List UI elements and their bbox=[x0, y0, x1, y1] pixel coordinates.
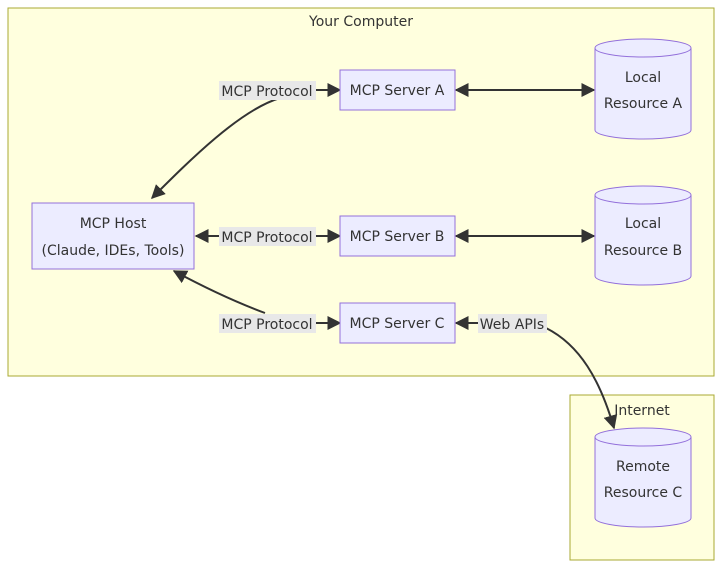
edge-label-web-apis: Web APIs bbox=[478, 314, 547, 333]
node-local-resource-b[interactable]: Local Resource B bbox=[594, 185, 692, 286]
edge-label-server-b: MCP Protocol bbox=[219, 227, 316, 246]
node-mcp-server-c[interactable]: MCP Server C bbox=[339, 302, 456, 344]
group-internet-title: Internet bbox=[614, 403, 670, 419]
node-remote-resource-c[interactable]: Remote Resource C bbox=[594, 427, 692, 528]
svg-text:MCP Host: MCP Host bbox=[80, 216, 147, 232]
edge-label-server-c: MCP Protocol bbox=[219, 314, 316, 333]
svg-text:Web APIs: Web APIs bbox=[480, 317, 544, 333]
node-local-resource-a[interactable]: Local Resource A bbox=[594, 38, 692, 140]
svg-text:Remote: Remote bbox=[616, 459, 670, 475]
svg-text:Local: Local bbox=[625, 70, 661, 86]
svg-text:MCP Server A: MCP Server A bbox=[350, 83, 445, 99]
svg-text:Resource C: Resource C bbox=[604, 485, 683, 501]
edge-host-server-a bbox=[151, 97, 281, 199]
svg-text:Resource A: Resource A bbox=[604, 96, 683, 112]
svg-text:MCP Server B: MCP Server B bbox=[350, 229, 445, 245]
node-mcp-server-b[interactable]: MCP Server B bbox=[339, 215, 456, 257]
svg-text:Resource B: Resource B bbox=[604, 243, 682, 259]
edge-web-apis-remote bbox=[545, 327, 618, 430]
group-your-computer-title: Your Computer bbox=[308, 14, 413, 30]
svg-text:Local: Local bbox=[625, 216, 661, 232]
svg-text:MCP Server C: MCP Server C bbox=[350, 316, 445, 332]
node-mcp-host[interactable]: MCP Host (Claude, IDEs, Tools) bbox=[31, 202, 195, 270]
node-mcp-server-a[interactable]: MCP Server A bbox=[339, 69, 456, 111]
svg-text:MCP Protocol: MCP Protocol bbox=[221, 230, 312, 246]
svg-text:MCP Protocol: MCP Protocol bbox=[221, 84, 312, 100]
svg-text:(Claude, IDEs, Tools): (Claude, IDEs, Tools) bbox=[42, 243, 185, 259]
edge-host-server-c bbox=[172, 270, 266, 314]
edge-label-server-a: MCP Protocol bbox=[219, 81, 316, 100]
svg-text:MCP Protocol: MCP Protocol bbox=[221, 317, 312, 333]
